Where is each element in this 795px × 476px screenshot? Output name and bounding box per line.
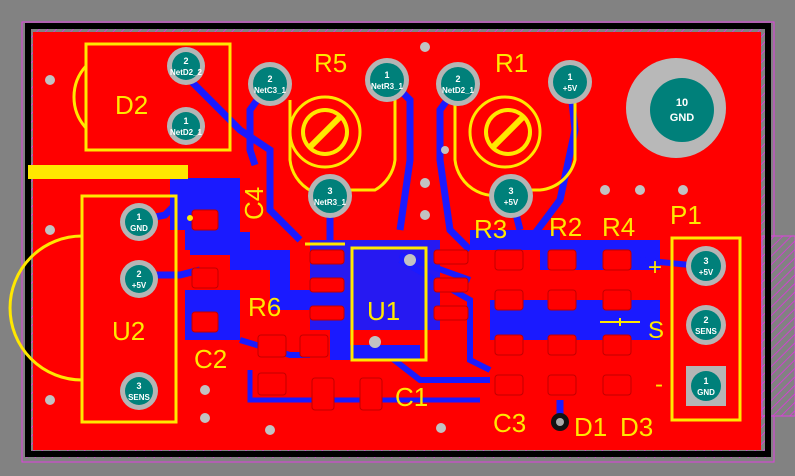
pad-net: NetD2_2 — [170, 68, 203, 77]
designators: D2 R5 R1 C4 U2 R3 R2 R4 P1 R6 U1 C2 C1 C… — [112, 48, 702, 442]
pad-number: 1 — [384, 70, 389, 80]
pad-number: 1 — [183, 116, 188, 126]
label-c4: C4 — [239, 187, 269, 220]
label-d2: D2 — [115, 90, 148, 120]
pad-net: +5V — [504, 198, 519, 207]
label-r6: R6 — [248, 292, 281, 322]
pad-u2-2: 2+5V — [120, 260, 158, 298]
sense-mark: S — [648, 317, 664, 344]
vias — [45, 42, 688, 435]
pad-p1-3: 3+5V — [686, 246, 726, 286]
pad-number: 1 — [136, 212, 141, 222]
label-r4: R4 — [602, 212, 635, 242]
label-p1: P1 — [670, 200, 702, 230]
pad-number: 2 — [267, 74, 272, 84]
pad-net: NetC3_1 — [254, 86, 287, 95]
pad-net: +5V — [132, 281, 147, 290]
pad-net: NetD2_1 — [442, 86, 475, 95]
pad-number: 3 — [703, 256, 708, 266]
silk-marks: + S - — [648, 254, 664, 398]
label-d3: D3 — [620, 412, 653, 442]
pad-number: 3 — [327, 186, 332, 196]
smd-silk — [187, 215, 640, 326]
pad-net: SENS — [695, 327, 717, 336]
pad-r1-3: 3+5V — [489, 174, 533, 218]
through-hole-pads: 2NetD2_21NetD2_12NetC3_11NetR3_13NetR3_1… — [120, 47, 726, 410]
label-r1: R1 — [495, 48, 528, 78]
label-c3: C3 — [493, 408, 526, 438]
pad-number: 3 — [508, 186, 513, 196]
pad-number: 1 — [567, 72, 572, 82]
pad-net: NetD2_1 — [170, 128, 203, 137]
pad-net: NetR3_1 — [371, 82, 404, 91]
pad-net: SENS — [128, 393, 150, 402]
label-u1: U1 — [367, 296, 400, 326]
pad-r1-2: 1+5V — [548, 60, 592, 104]
pad-net: +5V — [699, 268, 714, 277]
label-r3: R3 — [474, 214, 507, 244]
plus-mark: + — [648, 254, 662, 281]
pad-net: GND — [130, 224, 148, 233]
silk-bar — [28, 165, 188, 179]
mounting-hole: 10 GND — [626, 58, 726, 158]
trimmer-screws — [301, 108, 532, 156]
label-d1: D1 — [574, 412, 607, 442]
label-r2: R2 — [549, 212, 582, 242]
pad-net: GND — [697, 388, 715, 397]
smd-pads — [191, 209, 632, 411]
pad-net: GND — [670, 112, 695, 124]
pad-number: 2 — [136, 269, 141, 279]
pad-number: 2 — [455, 74, 460, 84]
pad-number: 2 — [183, 56, 188, 66]
pad-number: 1 — [703, 376, 708, 386]
label-u2: U2 — [112, 316, 145, 346]
pad-net: +5V — [563, 84, 578, 93]
pad-number: 3 — [136, 381, 141, 391]
pad-net: NetR3_1 — [314, 198, 347, 207]
minus-mark: - — [655, 371, 663, 398]
label-c1: C1 — [395, 382, 428, 412]
label-c2: C2 — [194, 344, 227, 374]
pad-number: 2 — [703, 315, 708, 325]
label-r5: R5 — [314, 48, 347, 78]
pad-number: 10 — [676, 97, 688, 109]
